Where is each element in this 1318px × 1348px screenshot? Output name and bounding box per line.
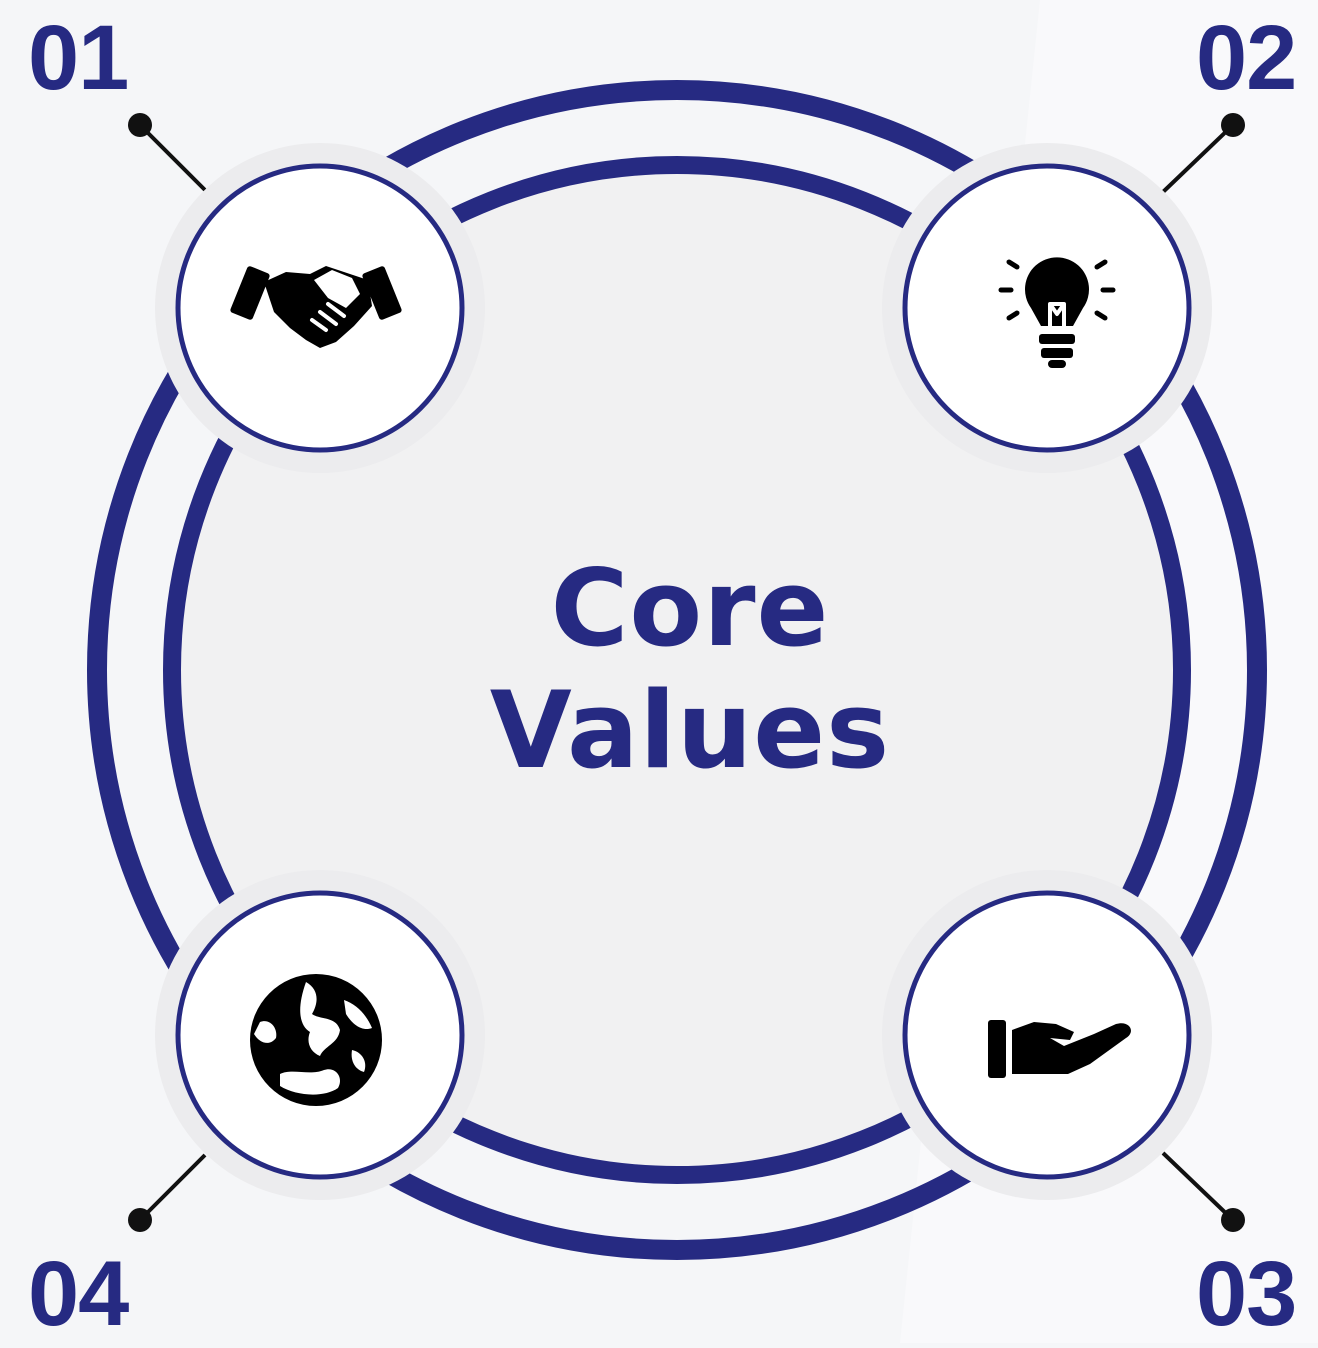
connector-03	[1161, 1151, 1245, 1232]
globe-icon	[250, 974, 382, 1106]
lightbulb-icon	[998, 257, 1116, 368]
node-03	[882, 870, 1212, 1200]
connector-04	[128, 1153, 207, 1232]
giving-hand-icon	[988, 1020, 1131, 1078]
center-title-line-1: Core	[550, 547, 830, 670]
center-title: Core Values	[340, 548, 1040, 792]
node-02	[882, 143, 1212, 473]
item-number-01: 01	[28, 7, 129, 109]
node-01	[155, 143, 485, 473]
center-title-line-2: Values	[489, 669, 891, 792]
connector-02	[1161, 113, 1245, 194]
item-number-04: 04	[28, 1243, 129, 1345]
handshake-icon	[230, 266, 402, 348]
item-number-03: 03	[1196, 1243, 1297, 1345]
connector-01	[128, 113, 207, 192]
outer-ring	[87, 80, 1267, 1260]
node-04	[155, 870, 485, 1200]
item-number-02: 02	[1196, 7, 1297, 109]
